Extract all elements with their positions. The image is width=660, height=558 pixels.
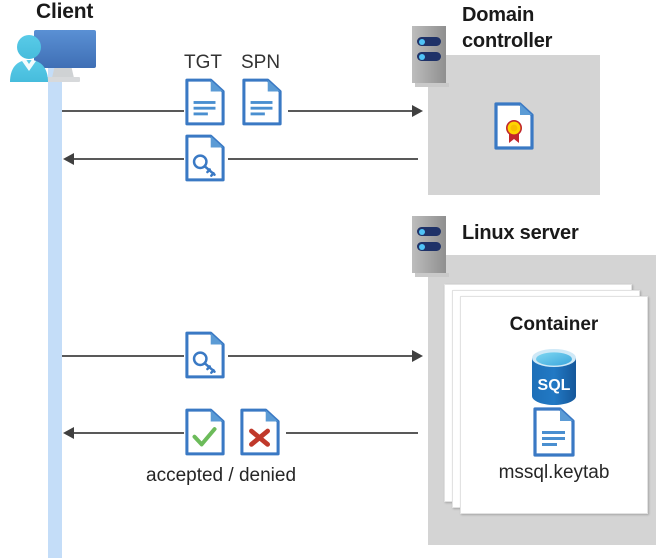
container-card-front[interactable]: Container (460, 296, 648, 514)
linux-server-label: Linux server (462, 222, 579, 244)
flow-4-line-left (74, 432, 184, 434)
flow-4-line-right (286, 432, 418, 434)
spn-label: SPN (241, 52, 281, 73)
accepted-document-icon (185, 408, 225, 456)
accepted-denied-label: accepted / denied (146, 465, 297, 486)
request-key-document-icon (185, 331, 225, 379)
container-label: Container (509, 314, 599, 335)
spn-document-icon (242, 78, 282, 126)
linux-server-icon (412, 216, 449, 277)
domain-controller-label-line1: Domain (462, 4, 535, 26)
flow-1-line-left (62, 110, 184, 112)
flow-3-line-right (228, 355, 414, 357)
svg-text:SQL: SQL (538, 377, 571, 394)
domain-controller-label: Domain controller (462, 2, 632, 54)
sql-database-icon: SQL (526, 347, 582, 412)
flow-2-line-right (228, 158, 418, 160)
flow-3-line-left (62, 355, 184, 357)
domain-controller-label-line2: controller (462, 30, 553, 52)
tgt-label: TGT (184, 52, 222, 73)
flow-4-arrowhead (63, 427, 74, 439)
denied-document-icon (240, 408, 280, 456)
keytab-filename-label: mssql.keytab (498, 462, 610, 483)
flow-3-arrowhead (412, 350, 423, 362)
tgt-document-icon (185, 78, 225, 126)
client-lifeline (48, 68, 62, 558)
flow-1-line-right (288, 110, 414, 112)
domain-controller-server-icon (412, 26, 449, 87)
flow-2-arrowhead (63, 153, 74, 165)
ticket-key-document-icon (185, 134, 225, 182)
keytab-document-icon (533, 407, 575, 462)
flow-2-line-left (74, 158, 184, 160)
flow-1-arrowhead (412, 105, 423, 117)
certificate-document-icon (494, 102, 534, 150)
client-label: Client (36, 0, 94, 23)
client-icon (8, 22, 118, 88)
